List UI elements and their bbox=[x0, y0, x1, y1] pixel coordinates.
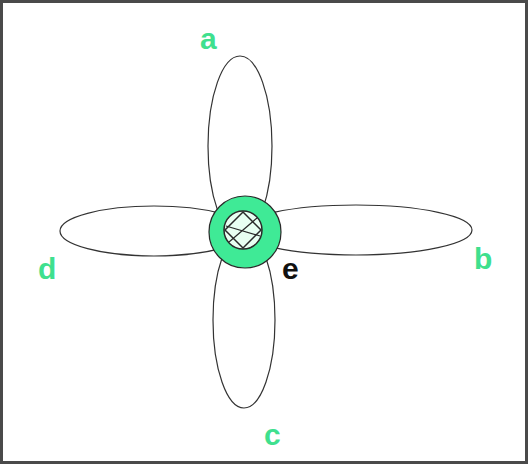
inner-cross bbox=[226, 218, 260, 242]
axis-label: b bbox=[474, 244, 492, 274]
center-ring bbox=[209, 196, 281, 268]
axis-label: c bbox=[264, 420, 281, 450]
center-label: e bbox=[282, 254, 299, 284]
axis-label: a bbox=[200, 24, 217, 54]
axis-label: d bbox=[38, 254, 56, 284]
inner-ring bbox=[224, 211, 262, 249]
inner-diamond bbox=[225, 212, 261, 248]
